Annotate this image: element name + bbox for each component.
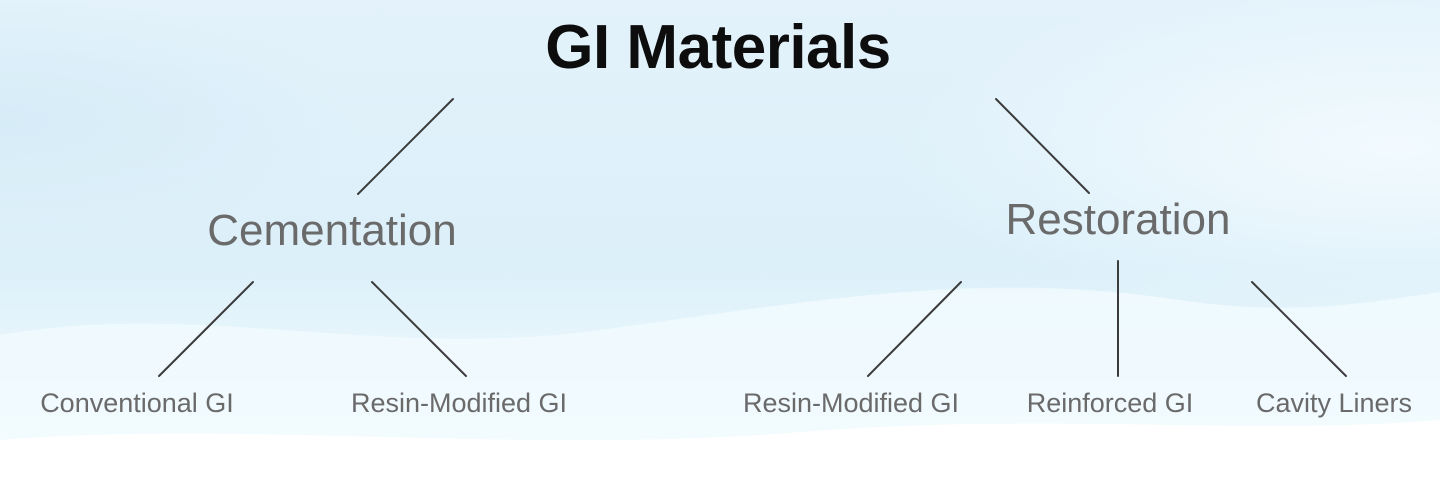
connector-restoration-resin-modified bbox=[867, 281, 962, 377]
connector-restoration-cavity-liners bbox=[1251, 281, 1347, 377]
node-restoration: Restoration bbox=[1005, 195, 1231, 244]
node-conventional-gi: Conventional GI bbox=[40, 388, 234, 418]
background-wave-lower bbox=[0, 420, 1440, 489]
diagram-title: GI Materials bbox=[545, 13, 891, 82]
connector-title-cementation bbox=[357, 98, 454, 195]
connector-cementation-conventional bbox=[158, 281, 254, 377]
connector-title-restoration bbox=[995, 98, 1090, 194]
node-restoration-resin-modified-gi: Resin-Modified GI bbox=[742, 388, 960, 418]
node-reinforced-gi: Reinforced GI bbox=[1026, 388, 1194, 418]
node-cavity-liners: Cavity Liners bbox=[1255, 388, 1413, 418]
connector-cementation-resin-modified bbox=[371, 281, 467, 377]
node-cementation-resin-modified-gi: Resin-Modified GI bbox=[350, 388, 568, 418]
node-cementation: Cementation bbox=[207, 206, 457, 255]
